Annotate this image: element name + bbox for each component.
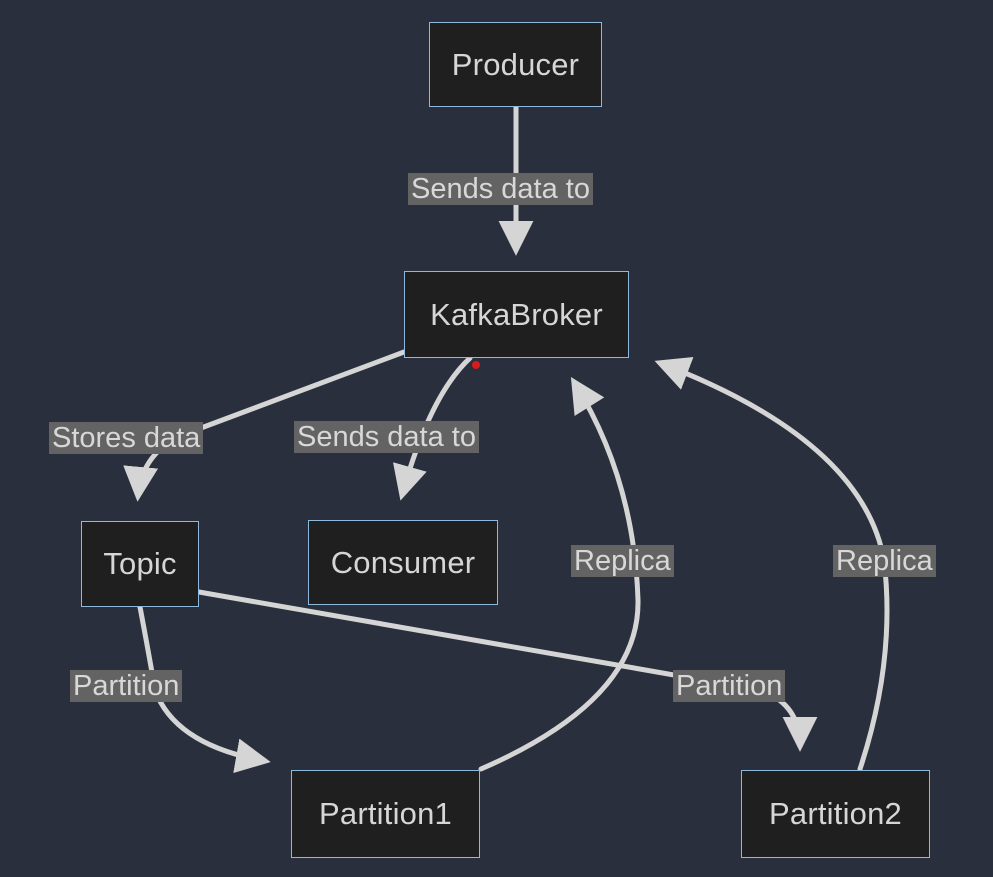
edge-label-partition2-to-kafkabroker: Replica xyxy=(833,545,936,578)
edge-label-partition1-to-kafkabroker: Replica xyxy=(571,545,674,578)
node-partition2[interactable]: Partition2 xyxy=(741,770,930,858)
edge-kafkabroker-to-consumer xyxy=(393,355,473,501)
node-producer[interactable]: Producer xyxy=(429,22,602,107)
node-partition2-label: Partition2 xyxy=(769,796,902,831)
node-partition1-label: Partition1 xyxy=(319,796,452,831)
red-marker-dot xyxy=(472,361,480,369)
edge-topic-to-partition2 xyxy=(196,589,818,752)
edge-label-topic-to-partition2: Partition xyxy=(673,670,786,703)
edge-label-producer-to-kafkabroker: Sends data to xyxy=(408,173,593,206)
edge-label-kafkabroker-to-topic: Stores data xyxy=(49,422,204,455)
edge-label-kafkabroker-to-consumer: Sends data to xyxy=(294,421,479,454)
node-partition1[interactable]: Partition1 xyxy=(291,770,480,858)
edge-partition1-to-kafkabroker xyxy=(478,377,641,772)
edge-label-topic-to-partition1: Partition xyxy=(70,670,183,703)
node-producer-label: Producer xyxy=(451,46,580,82)
node-consumer-label: Consumer xyxy=(330,544,476,580)
node-kafkabroker-label: KafkaBroker xyxy=(430,296,603,332)
node-kafkabroker[interactable]: KafkaBroker xyxy=(404,271,629,358)
node-consumer[interactable]: Consumer xyxy=(308,520,498,605)
node-topic[interactable]: Topic xyxy=(81,521,199,607)
node-topic-label: Topic xyxy=(103,546,177,581)
